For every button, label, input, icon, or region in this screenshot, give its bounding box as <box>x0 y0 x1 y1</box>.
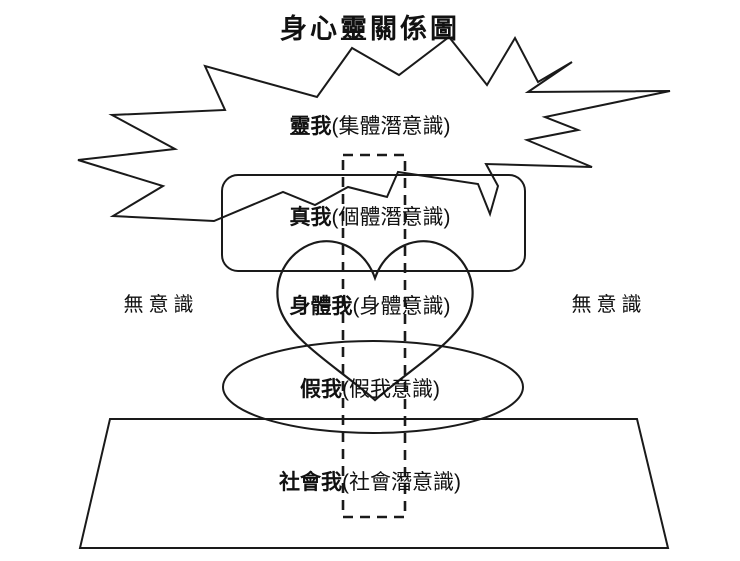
label-social-self: 社會我(社會潛意識) <box>0 469 740 497</box>
false-self-subtitle: (假我意識) <box>342 378 440 401</box>
ellipse-shape <box>222 340 524 434</box>
false-self-name: 假我 <box>300 378 342 401</box>
spirit-self-subtitle: (集體潛意識) <box>331 115 451 138</box>
starburst-shape <box>77 35 671 223</box>
rounded-rectangle-shape <box>221 174 526 272</box>
true-self-subtitle: (個體潛意識) <box>331 206 451 229</box>
diagram-title: 身心靈關係圖 <box>280 14 460 44</box>
body-self-subtitle: (身體意識) <box>352 295 451 318</box>
label-true-self: 真我(個體潛意識) <box>0 204 740 232</box>
label-spirit-self: 靈我(集體潛意識) <box>0 113 740 141</box>
unconscious-label-right: 無意識 <box>571 294 647 316</box>
label-false-self: 假我(假我意識) <box>0 376 740 404</box>
label-body-self: 身體我(身體意識) <box>0 293 740 321</box>
heart-shape <box>276 240 474 402</box>
spirit-self-name: 靈我 <box>289 115 332 138</box>
social-self-name: 社會我 <box>279 471 342 494</box>
trapezoid-shape <box>78 418 670 549</box>
body-self-name: 身體我 <box>289 295 353 318</box>
true-self-name: 真我 <box>289 206 332 229</box>
social-self-subtitle: (社會潛意識) <box>342 471 461 494</box>
dashed-connector-rectangle <box>341 153 407 519</box>
unconscious-label-left: 無意識 <box>123 294 199 316</box>
